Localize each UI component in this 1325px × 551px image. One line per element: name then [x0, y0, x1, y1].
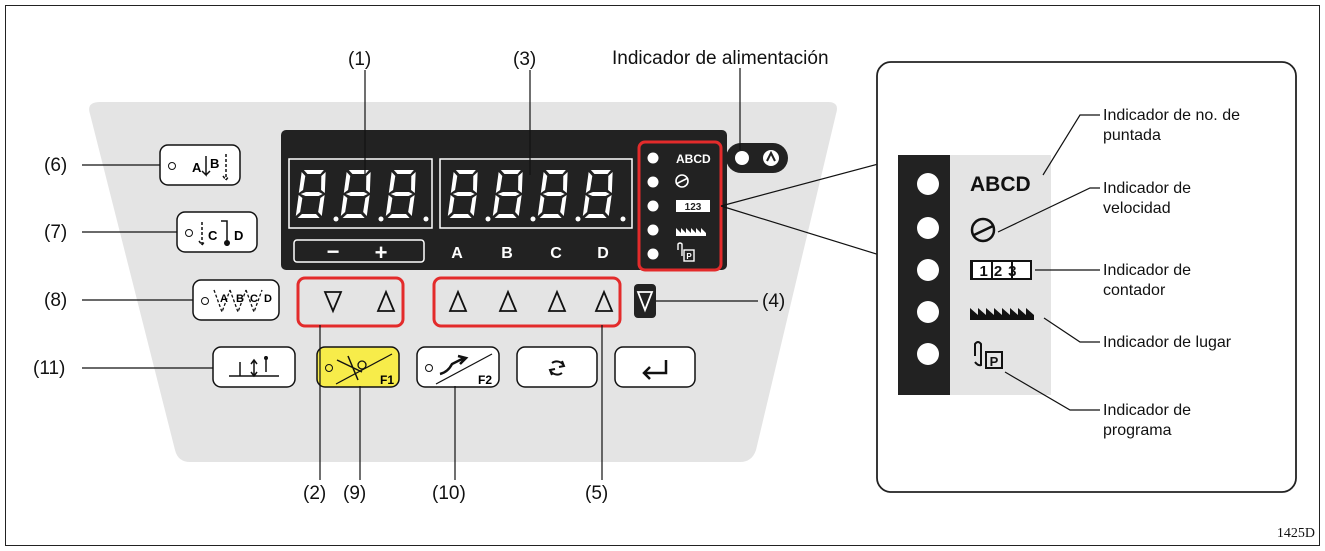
button-7[interactable]: C D — [176, 211, 258, 253]
button-11[interactable] — [212, 346, 296, 388]
status-leds — [647, 152, 659, 260]
down-arrow-button-2[interactable] — [323, 291, 343, 314]
abcd-small: ABCD — [676, 152, 711, 166]
callout-1: (1) — [348, 49, 372, 70]
enter-button[interactable] — [614, 346, 696, 388]
figure-code: 1425D — [1276, 526, 1315, 541]
power-indicator-label: Indicador de alimentación — [612, 48, 829, 69]
display-panel — [281, 130, 727, 270]
speed-icon-small — [675, 174, 689, 188]
letter-c: C — [550, 245, 562, 262]
letter-b: B — [501, 245, 513, 262]
callout-7: (7) — [44, 222, 68, 243]
counter-icon-small: 123 — [676, 200, 710, 213]
detail-leds — [917, 173, 939, 365]
up-arrow-button-2[interactable] — [376, 289, 396, 312]
up-arrow-buttons-5[interactable] — [448, 289, 614, 312]
place-indicator-label: Indicador de lugar — [1103, 334, 1232, 351]
svg-text:123: 123 — [979, 263, 1022, 280]
refresh-button[interactable] — [516, 346, 598, 388]
svg-text:D: D — [234, 228, 243, 243]
callout-2: (2) — [303, 483, 327, 504]
callout-5: (5) — [585, 483, 609, 504]
callout-9: (9) — [343, 483, 367, 504]
svg-text:F2: F2 — [478, 373, 492, 387]
svg-text:A: A — [192, 160, 202, 175]
left-digit-window — [288, 158, 433, 229]
speed-icon-large — [970, 217, 996, 243]
button-10-f2[interactable]: F2 — [416, 346, 500, 388]
arrow-group-2-highlight — [296, 276, 405, 328]
button-9-f1[interactable]: F1 — [316, 346, 400, 388]
callout-8: (8) — [44, 290, 68, 311]
down-arrow-button-4[interactable] — [634, 284, 656, 318]
letter-a: A — [451, 245, 463, 262]
button-6[interactable]: A B — [159, 144, 241, 186]
abcd-large: ABCD — [970, 173, 1031, 196]
svg-text:P: P — [686, 252, 692, 261]
svg-text:123: 123 — [685, 202, 702, 213]
minus-label: − — [327, 239, 340, 264]
callout-6: (6) — [44, 155, 68, 176]
callout-4: (4) — [762, 291, 786, 312]
detail-leaders — [997, 114, 1100, 411]
program-icon-small — [677, 242, 695, 262]
svg-text:C: C — [208, 228, 218, 243]
counter-icon-large: 123 — [970, 260, 1032, 280]
place-icon-small — [676, 228, 706, 236]
callout-10: (10) — [432, 483, 466, 504]
svg-text:D: D — [264, 293, 272, 305]
letter-d: D — [597, 245, 609, 262]
right-digit-window — [439, 158, 633, 229]
svg-text:C: C — [250, 293, 258, 305]
svg-text:A: A — [220, 293, 228, 305]
figure-frame — [5, 5, 1320, 546]
callout-11: (11) — [33, 358, 66, 379]
leader-lines — [82, 70, 758, 480]
minus-plus-box — [293, 239, 425, 263]
arrow-group-5-highlight — [432, 276, 622, 328]
svg-text:B: B — [236, 293, 244, 305]
place-icon-large — [970, 308, 1034, 320]
power-icon — [763, 150, 779, 166]
digit-dots — [333, 216, 626, 222]
plus-label: + — [375, 240, 388, 265]
program-icon-large — [974, 341, 1003, 369]
button-8[interactable]: A B C D — [192, 279, 280, 321]
svg-text:F1: F1 — [380, 373, 394, 387]
svg-text:B: B — [210, 156, 219, 171]
callout-3: (3) — [513, 49, 537, 70]
svg-text:P: P — [990, 354, 999, 369]
